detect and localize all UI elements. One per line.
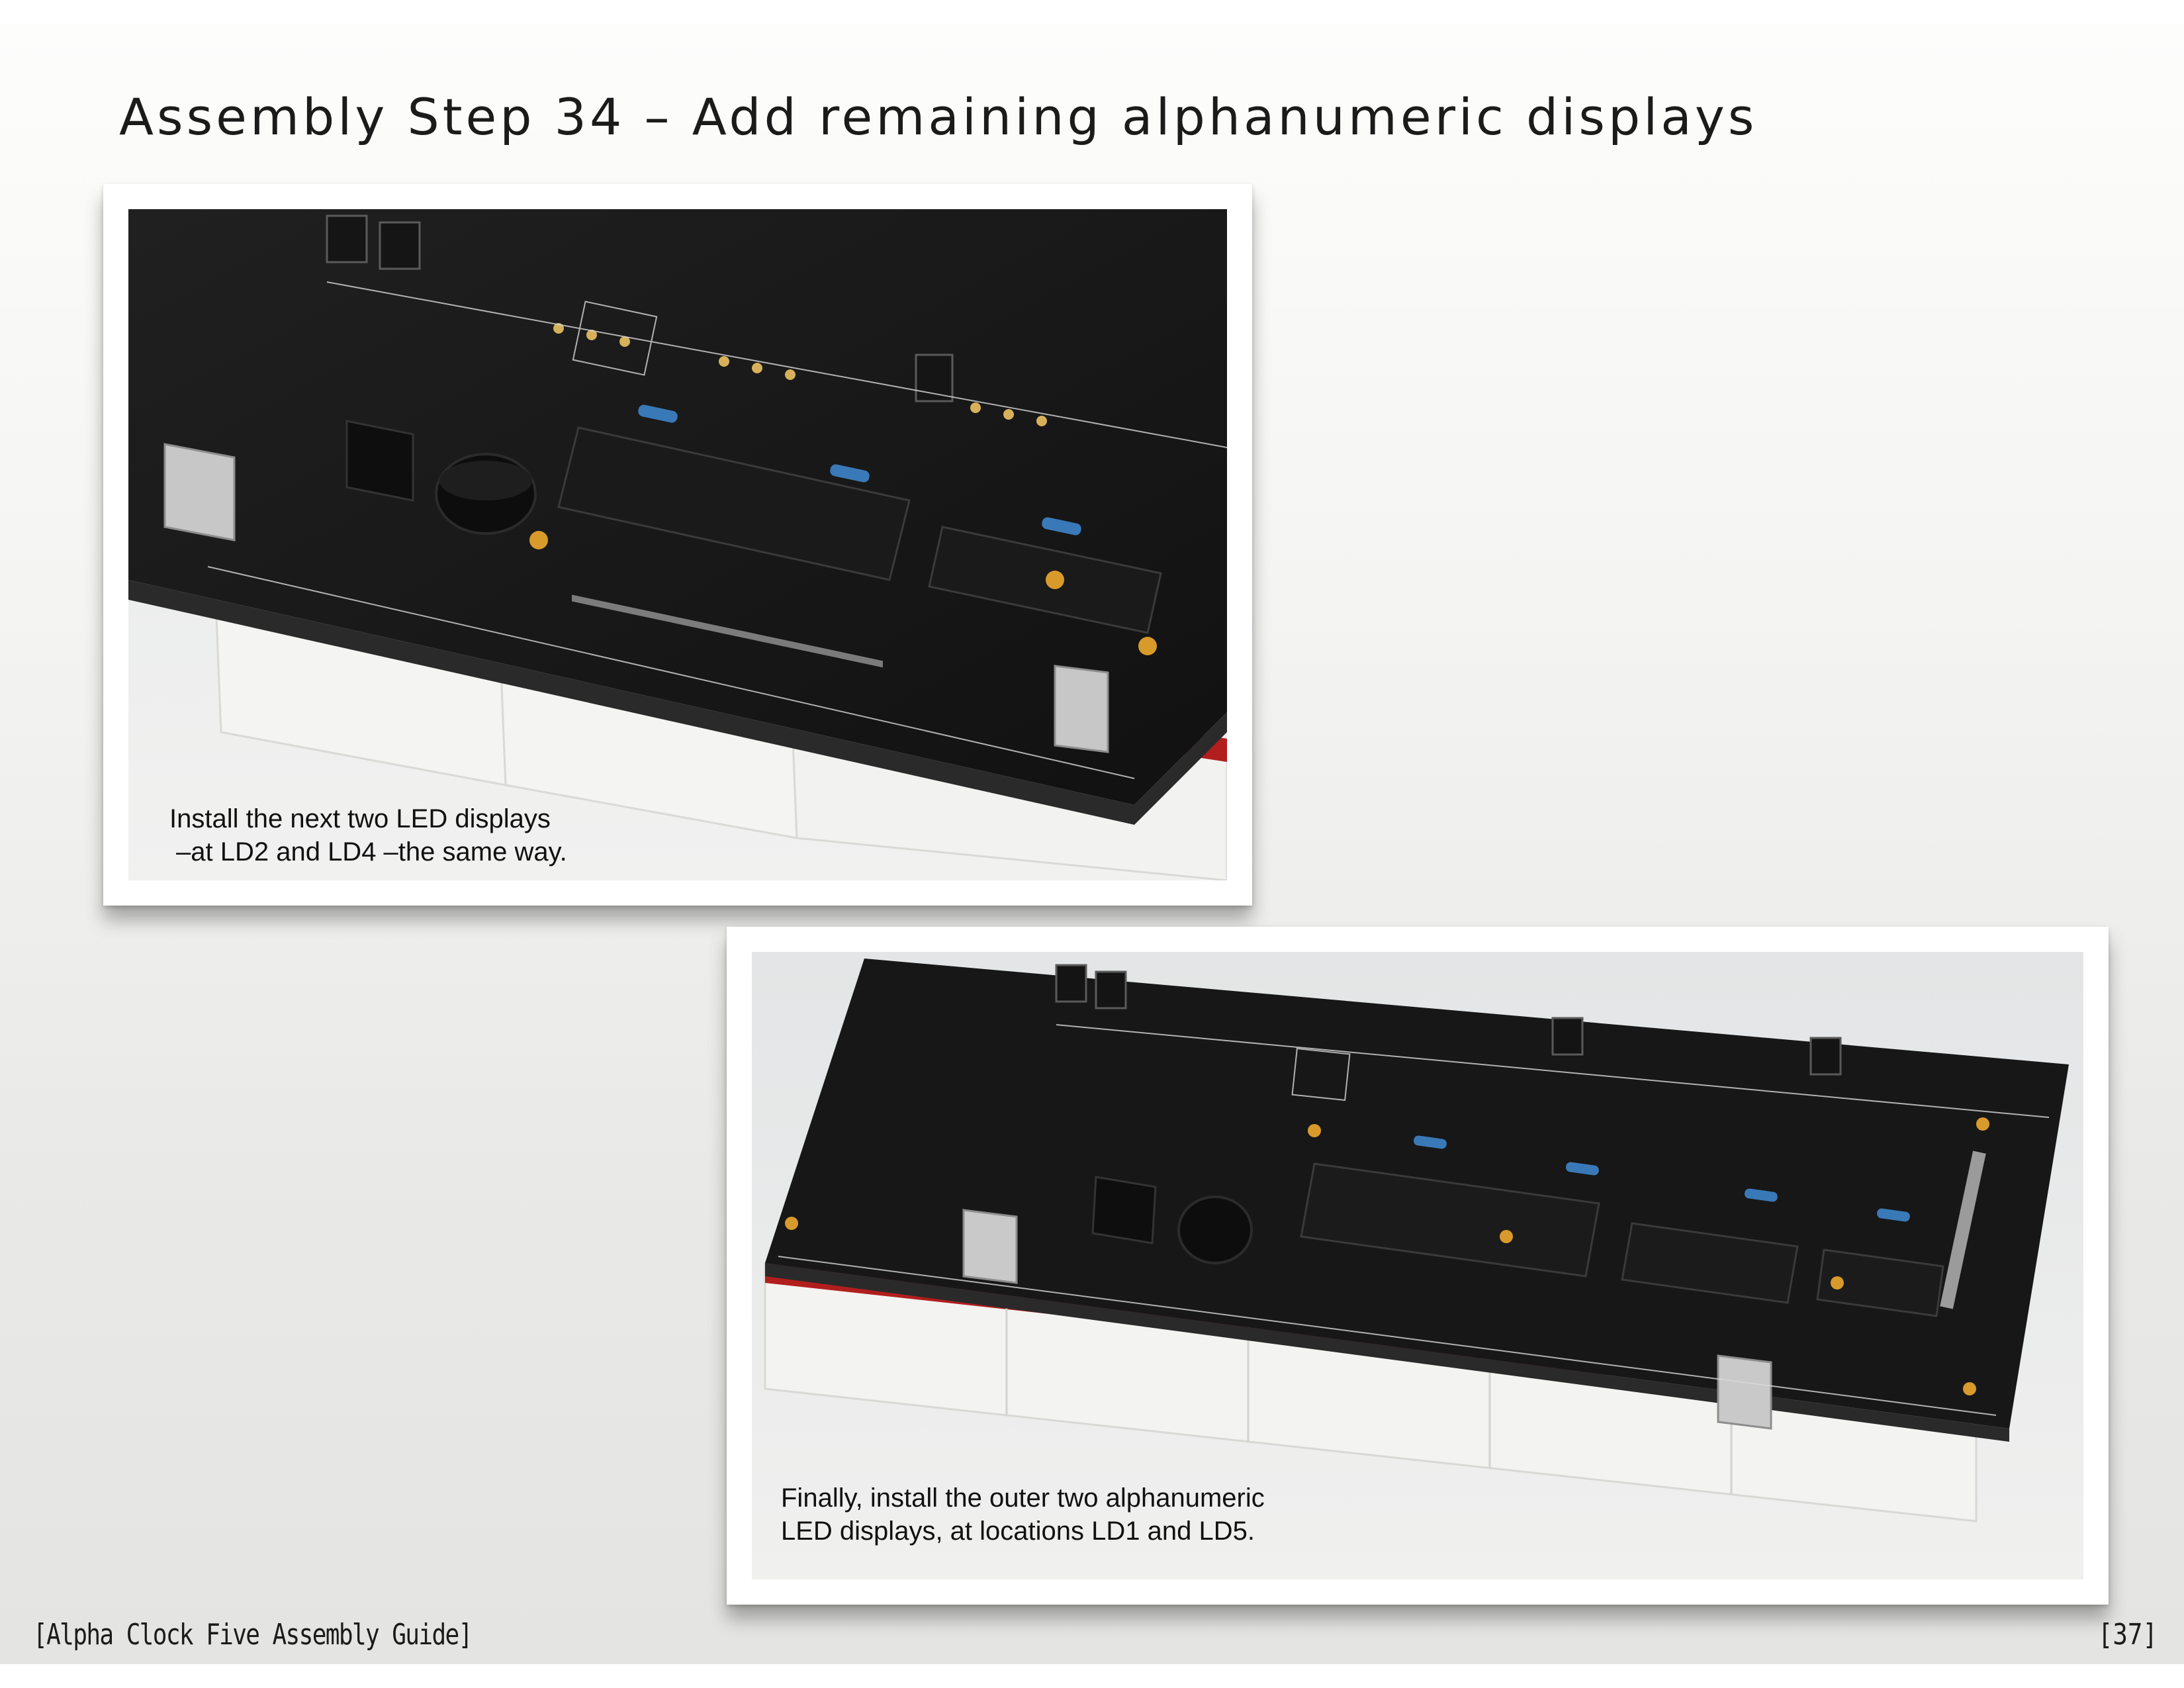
pcb-full-image [752,952,2083,1579]
photo-2-caption: Finally, install the outer two alphanume… [781,1481,1265,1548]
photo-frame-2: Finally, install the outer two alphanume… [727,927,2109,1605]
slide-title: Assembly Step 34 – Add remaining alphanu… [119,87,1758,146]
caption-line: LED displays, at locations LD1 and LD5. [781,1517,1255,1546]
pcb-photo-closeup [128,209,1227,880]
photo-frame-1: Install the next two LED displays –at LD… [103,184,1252,906]
caption-line: Finally, install the outer two alphanume… [781,1483,1265,1513]
page-number: [37] [2097,1618,2158,1652]
pcb-photo-full [752,952,2083,1579]
slide: Assembly Step 34 – Add remaining alphanu… [0,24,2184,1664]
caption-line: –at LD2 and LD4 –the same way. [176,837,567,867]
guide-name: [Alpha Clock Five Assembly Guide] [33,1618,473,1652]
caption-line: Install the next two LED displays [169,804,551,833]
pcb-closeup-image [128,209,1227,880]
photo-1-caption: Install the next two LED displays –at LD… [169,802,567,868]
